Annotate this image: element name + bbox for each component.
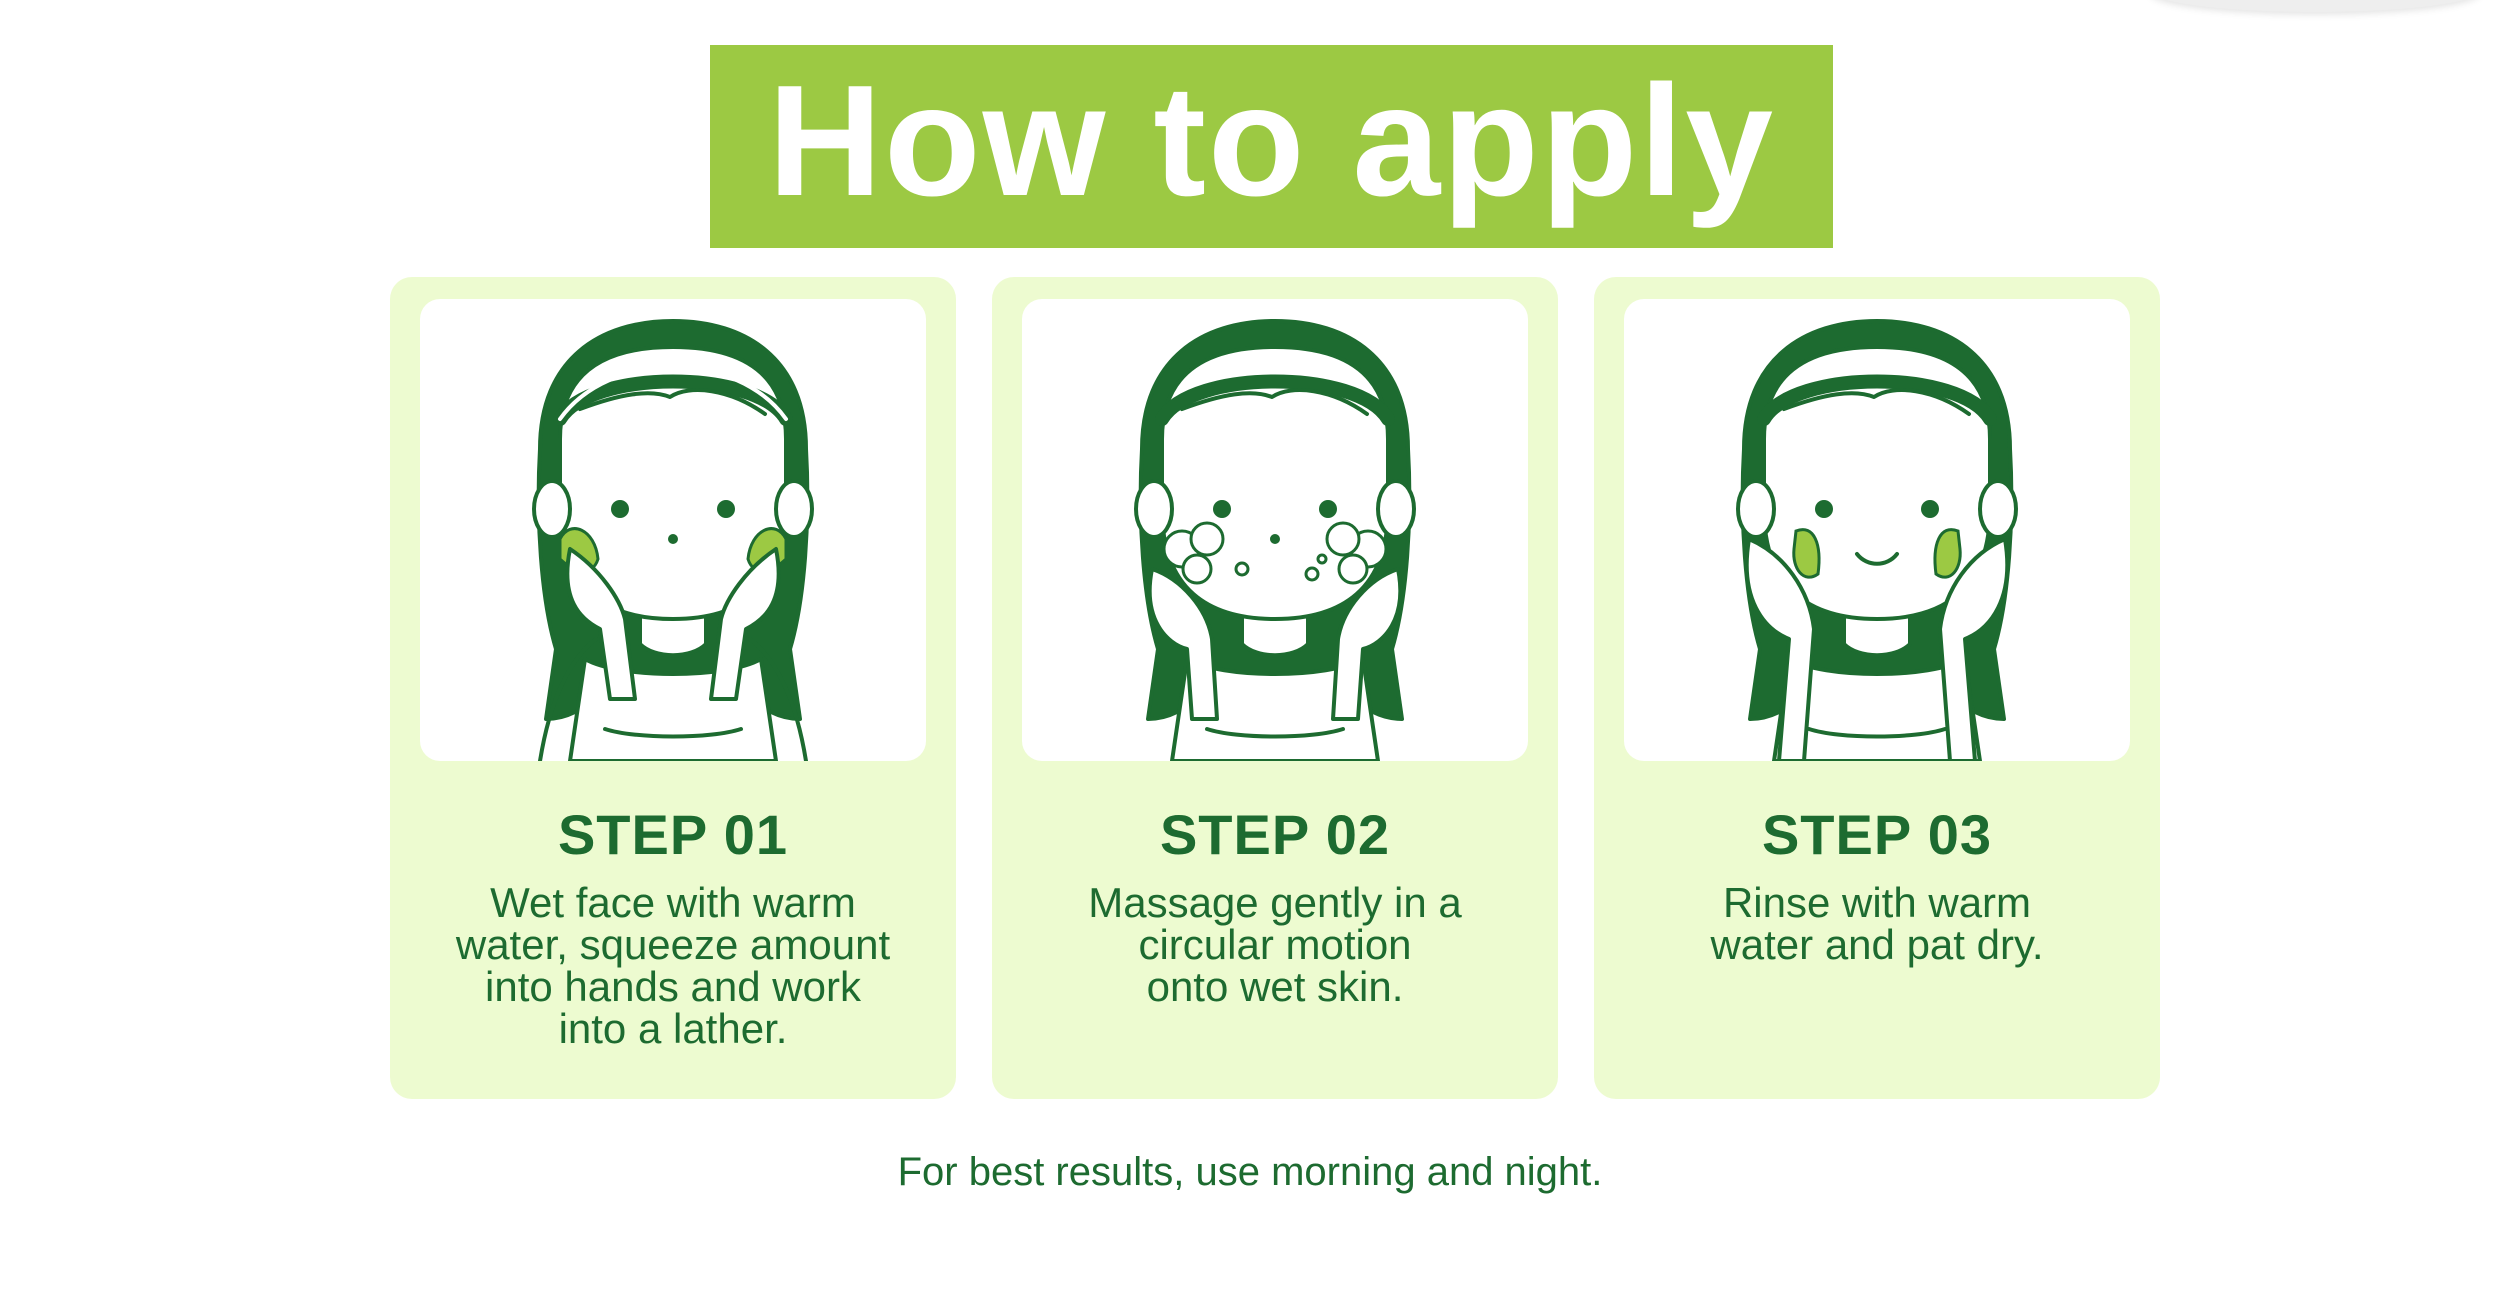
step-description-3: Rinse with warm water and pat dry. — [1710, 879, 2044, 968]
face-lather-icon — [532, 319, 814, 761]
step-description-1: Wet face with warm water, squeeze amount… — [455, 879, 891, 1052]
step-card-2: STEP 02 Massage gently in a circular mot… — [992, 277, 1558, 1099]
step-illustration-2 — [1022, 299, 1528, 761]
step-title-2: STEP 02 — [1159, 803, 1391, 866]
usage-footnote: For best results, use morning and night. — [897, 1150, 1603, 1194]
step-illustration-3 — [1624, 299, 2130, 761]
step-card-1: STEP 01 Wet face with warm water, squeez… — [390, 277, 956, 1099]
page-title: How to apply — [767, 52, 1776, 229]
step-title-1: STEP 01 — [557, 803, 789, 866]
step-card-3: STEP 03 Rinse with warm water and pat dr… — [1594, 277, 2160, 1099]
face-rinse-icon — [1736, 319, 2018, 761]
step-illustration-1 — [420, 299, 926, 761]
step-description-2: Massage gently in a circular motion onto… — [1088, 879, 1462, 1010]
face-massage-icon — [1134, 319, 1416, 761]
title-banner: How to apply — [710, 45, 1833, 248]
corner-decoration — [2150, 0, 2480, 12]
step-title-3: STEP 03 — [1761, 803, 1993, 866]
